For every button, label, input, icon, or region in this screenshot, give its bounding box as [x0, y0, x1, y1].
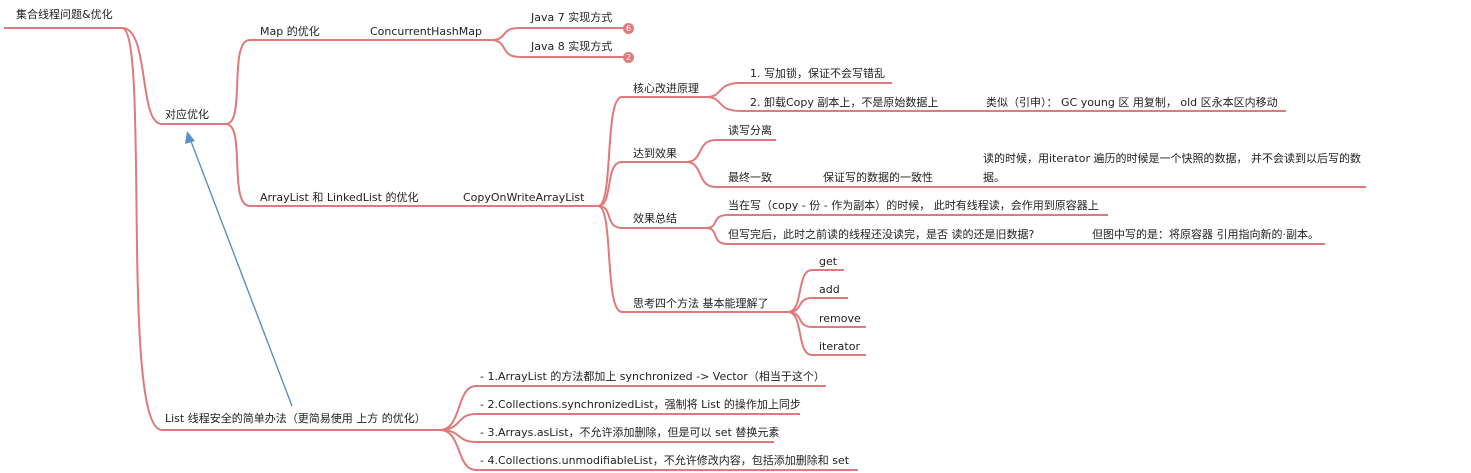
- node-simple-3[interactable]: - 3.Arrays.asList，不允许添加删除，但是可以 set 替换元素: [480, 426, 780, 439]
- java7-count-badge[interactable]: 6: [623, 23, 634, 34]
- node-method-get[interactable]: get: [819, 255, 838, 268]
- node-core-principle[interactable]: 核心改进原理: [633, 82, 699, 95]
- branch-lines: [4, 27, 1366, 471]
- node-effect[interactable]: 达到效果: [633, 147, 677, 160]
- node-method-iterator[interactable]: iterator: [819, 340, 860, 353]
- node-summary-2[interactable]: 但写完后，此时之前读的线程还没读完，是否 读的还是旧数据?: [728, 228, 1035, 241]
- node-simple-4[interactable]: - 4.Collections.unmodifiableList，不允许修改内容…: [480, 454, 850, 467]
- node-concurrenthashmap[interactable]: ConcurrentHashMap: [370, 25, 482, 38]
- node-effect-2[interactable]: 最终一致: [728, 171, 772, 184]
- node-map-optimization[interactable]: Map 的优化: [260, 25, 320, 38]
- node-optimization[interactable]: 对应优化: [165, 108, 209, 121]
- node-java7[interactable]: Java 7 实现方式: [531, 11, 613, 24]
- java8-count-badge[interactable]: 2: [623, 52, 634, 63]
- node-effect-1[interactable]: 读写分离: [728, 124, 772, 137]
- node-list-optimization[interactable]: ArrayList 和 LinkedList 的优化: [260, 191, 419, 204]
- node-simple-thread-safety[interactable]: List 线程安全的简单办法（更简易使用 上方 的优化）: [165, 412, 426, 425]
- node-summary-2-note[interactable]: 但图中写的是：将原容器 引用指向新的·副本。: [1092, 228, 1319, 241]
- node-simple-2[interactable]: - 2.Collections.synchronizedList，强制将 Lis…: [480, 398, 801, 411]
- node-method-remove[interactable]: remove: [819, 312, 861, 325]
- node-summary-1[interactable]: 当在写（copy - 份 - 作为副本）的时候， 此时有线程读，会作用到原容器上: [728, 199, 1099, 212]
- node-core-2[interactable]: 2. 卸载Copy 副本上，不是原始数据上: [750, 96, 939, 109]
- node-summary[interactable]: 效果总结: [633, 212, 677, 225]
- reference-arrow: [185, 131, 293, 407]
- node-copyonwritearraylist[interactable]: CopyOnWriteArrayList: [463, 191, 585, 204]
- node-simple-1[interactable]: - 1.ArrayList 的方法都加上 synchronized -> Vec…: [480, 370, 825, 383]
- node-core-2-note[interactable]: 类似（引申）： GC young 区 用复制， old 区永本区内移动: [986, 96, 1278, 109]
- root-node[interactable]: 集合线程问题&优化: [16, 8, 113, 21]
- node-method-add[interactable]: add: [819, 283, 840, 296]
- node-effect-2b[interactable]: 读的时候，用iterator 遍历的时候是一个快照的数据， 并不会读到以后写的数…: [983, 152, 1361, 184]
- node-java8[interactable]: Java 8 实现方式: [531, 40, 613, 53]
- node-effect-2a[interactable]: 保证写的数据的一致性: [823, 171, 933, 184]
- node-four-methods[interactable]: 思考四个方法 基本能理解了: [633, 297, 769, 310]
- node-core-1[interactable]: 1. 写加锁，保证不会写错乱: [750, 67, 885, 80]
